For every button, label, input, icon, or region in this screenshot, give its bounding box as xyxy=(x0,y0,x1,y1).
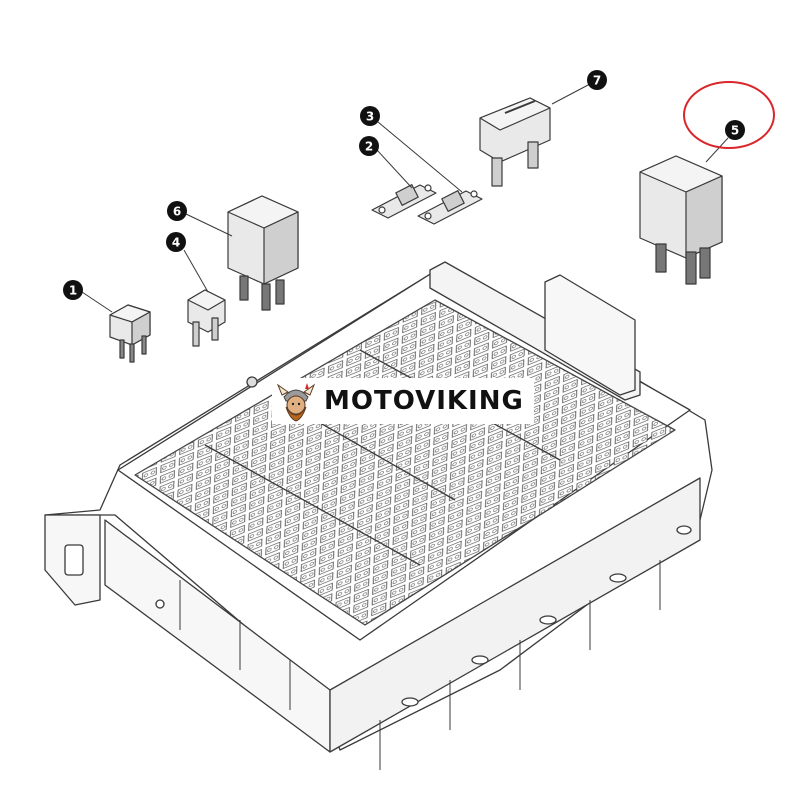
relay-part-6 xyxy=(227,195,299,311)
callout-6: 6 xyxy=(167,201,187,221)
svg-text:2: 2 xyxy=(365,140,373,154)
highlight-circle xyxy=(683,81,775,149)
callout-4: 4 xyxy=(166,232,186,252)
watermark-text: MOTOVIKING xyxy=(324,386,524,416)
callout-5: 5 xyxy=(725,120,745,140)
mini-relay-part xyxy=(109,304,151,363)
callout-2: 2 xyxy=(359,136,379,156)
svg-text:5: 5 xyxy=(731,124,739,138)
callout-3: 3 xyxy=(360,106,380,126)
callout-7: 7 xyxy=(587,70,607,90)
svg-text:1: 1 xyxy=(69,284,77,298)
viking-logo-icon xyxy=(276,383,316,422)
maxi-fuse-part xyxy=(479,97,551,187)
bolt-fuse-parts xyxy=(371,184,483,225)
watermark: MOTOVIKING xyxy=(272,378,534,424)
blade-fuse-part xyxy=(187,289,226,347)
fuse-box-body xyxy=(44,261,713,770)
svg-text:3: 3 xyxy=(366,110,374,124)
callout-1: 1 xyxy=(63,280,83,300)
svg-text:6: 6 xyxy=(173,205,181,219)
relay-part-5 xyxy=(639,155,723,285)
svg-text:4: 4 xyxy=(172,236,180,250)
svg-text:7: 7 xyxy=(593,74,601,88)
